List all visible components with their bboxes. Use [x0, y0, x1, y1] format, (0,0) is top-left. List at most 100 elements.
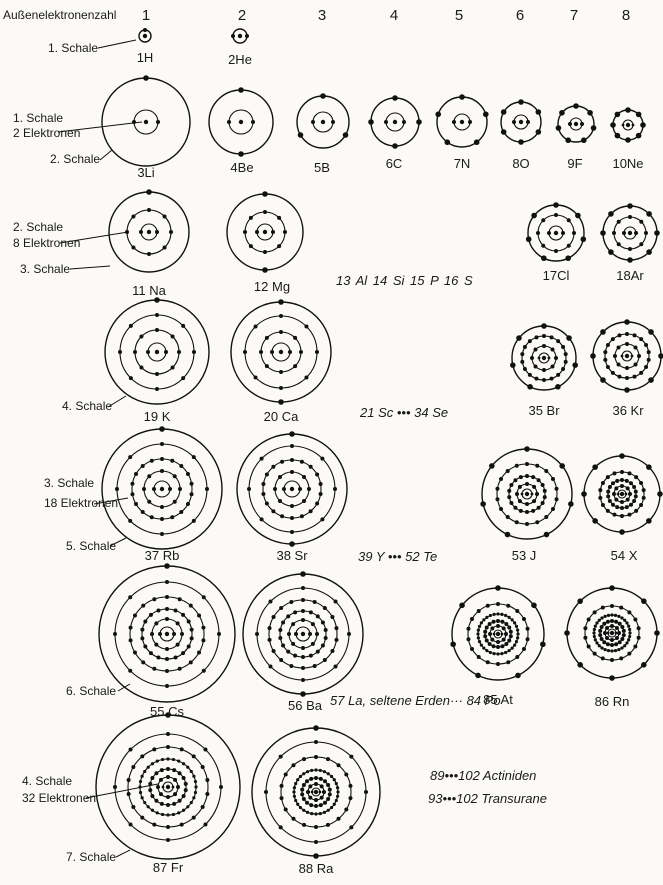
electron-dot: [130, 492, 134, 496]
electron-dot: [290, 530, 294, 534]
electron-dot: [567, 244, 571, 248]
shell-label: 7. Schale: [66, 851, 116, 863]
nucleus-dot: [620, 492, 624, 496]
electron-dot: [159, 778, 163, 782]
electron-dot: [155, 230, 159, 234]
electron-dot: [181, 651, 185, 655]
electron-dot: [130, 482, 134, 486]
electron-dot: [294, 632, 298, 636]
element-label: 11 Na: [132, 284, 166, 297]
electron-dot: [323, 811, 326, 814]
electron-dot: [319, 791, 322, 794]
electron-dot: [644, 231, 648, 235]
electron-dot: [334, 599, 338, 603]
atom-model: [297, 93, 349, 148]
electron-dot: [310, 769, 313, 772]
electron-dot: [197, 614, 201, 618]
electron-dot: [450, 641, 456, 647]
electron-dot: [499, 507, 503, 511]
electron-dot: [261, 482, 265, 486]
electron-dot: [343, 132, 349, 138]
electron-dot: [284, 773, 288, 777]
electron-dot: [289, 600, 293, 604]
electron-dot: [435, 111, 441, 117]
electron-dot: [520, 352, 524, 356]
electron-dot: [601, 656, 605, 660]
electron-dot: [628, 635, 631, 638]
electron-dot: [293, 336, 297, 340]
electron-dot: [182, 762, 185, 765]
atom-model: [610, 107, 646, 143]
electron-dot: [271, 465, 275, 469]
electron-dot: [640, 122, 646, 128]
electron-dot: [300, 571, 306, 577]
electron-dot: [625, 621, 628, 624]
atom-model: [102, 426, 222, 549]
electron-dot: [247, 487, 251, 491]
electron-dot: [292, 817, 296, 821]
atom-model: [480, 446, 573, 539]
shell-label: 4. Schale: [22, 775, 72, 787]
electron-dot: [499, 477, 503, 481]
electron-dot: [637, 626, 641, 630]
electron-dot: [620, 514, 624, 518]
electron-dot: [302, 809, 305, 812]
electron-dot: [606, 494, 610, 498]
shell-label: 1. Schale: [13, 112, 63, 124]
electron-dot: [320, 784, 324, 788]
electron-dot: [581, 491, 587, 497]
electron-dot: [154, 297, 160, 303]
electron-dot: [511, 618, 514, 621]
electron-dot: [314, 755, 318, 759]
electron-dot: [334, 626, 338, 630]
electron-dot: [165, 580, 169, 584]
electron-dot: [115, 487, 119, 491]
electron-dot: [192, 350, 196, 354]
electron-dot: [620, 470, 624, 474]
electron-dot: [518, 499, 522, 503]
electron-dot: [349, 755, 353, 759]
electron-dot: [548, 357, 551, 360]
electron-dot: [273, 487, 277, 491]
electron-dot: [511, 647, 514, 650]
electron-dot: [205, 792, 209, 796]
atom-model: [252, 725, 380, 859]
electron-dot: [507, 489, 511, 493]
electron-dot: [149, 613, 153, 617]
element-label: 20 Ca: [264, 410, 299, 423]
electron-dot: [617, 615, 620, 618]
electron-dot: [279, 658, 283, 662]
group-number: 7: [570, 8, 578, 23]
electron-dot: [278, 499, 282, 503]
electron-dot: [186, 805, 189, 808]
electron-dot: [309, 654, 313, 658]
electron-dot: [166, 757, 169, 760]
electron-dot: [501, 109, 507, 115]
electron-dot: [636, 112, 642, 118]
electron-dot: [162, 786, 165, 789]
electron-dot: [490, 638, 494, 642]
electron-dot: [326, 823, 330, 827]
electron-dot: [554, 213, 558, 217]
electron-dot: [475, 673, 481, 679]
electron-dot: [163, 214, 167, 218]
electron-dot: [178, 597, 182, 601]
electron-dot: [139, 334, 143, 338]
electron-dot: [550, 335, 554, 339]
electron-dot: [190, 628, 194, 632]
electron-dot: [603, 350, 607, 354]
electron-dot: [302, 475, 306, 479]
nucleus-dot: [542, 356, 546, 360]
electron-dot: [314, 825, 318, 829]
electron-dot: [129, 324, 133, 328]
electron-dot: [609, 675, 615, 681]
electron-dot: [622, 629, 626, 633]
electron-dot: [189, 660, 193, 664]
electron-dot: [181, 613, 185, 617]
electron-dot: [581, 236, 587, 242]
electron-dot: [348, 796, 352, 800]
electron-dot: [506, 515, 510, 519]
shell-label: 3. Schale: [44, 477, 94, 489]
electron-dot: [189, 604, 193, 608]
